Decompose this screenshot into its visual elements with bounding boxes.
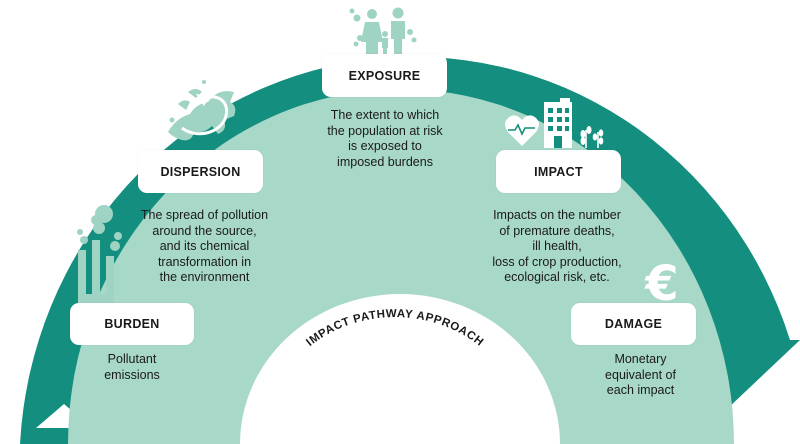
health-building-crops-icon xyxy=(505,98,604,148)
burden-description: Pollutant emissions xyxy=(104,352,160,382)
dispersion-box: DISPERSION xyxy=(138,150,263,193)
crops-icon xyxy=(580,126,604,148)
exposure-description: The extent to which the population at ri… xyxy=(327,108,443,169)
impact-description: Impacts on the number of premature death… xyxy=(492,208,622,284)
center-circle xyxy=(240,294,560,444)
damage-box: DAMAGE xyxy=(571,303,696,345)
people-family-icon xyxy=(349,7,417,54)
heart-icon xyxy=(505,115,539,146)
dispersion-arrow-head xyxy=(196,94,210,106)
dispersion-arrow xyxy=(181,95,229,136)
impact-box: IMPACT xyxy=(496,150,621,193)
factory-icon xyxy=(77,205,122,304)
dispersion-description: The spread of pollution around the sourc… xyxy=(140,208,269,284)
euro-icon: € xyxy=(644,256,678,312)
damage-description: Monetary equivalent of each impact xyxy=(605,352,676,397)
exposure-box: EXPOSURE xyxy=(322,54,447,97)
burden-box: BURDEN xyxy=(70,303,194,345)
